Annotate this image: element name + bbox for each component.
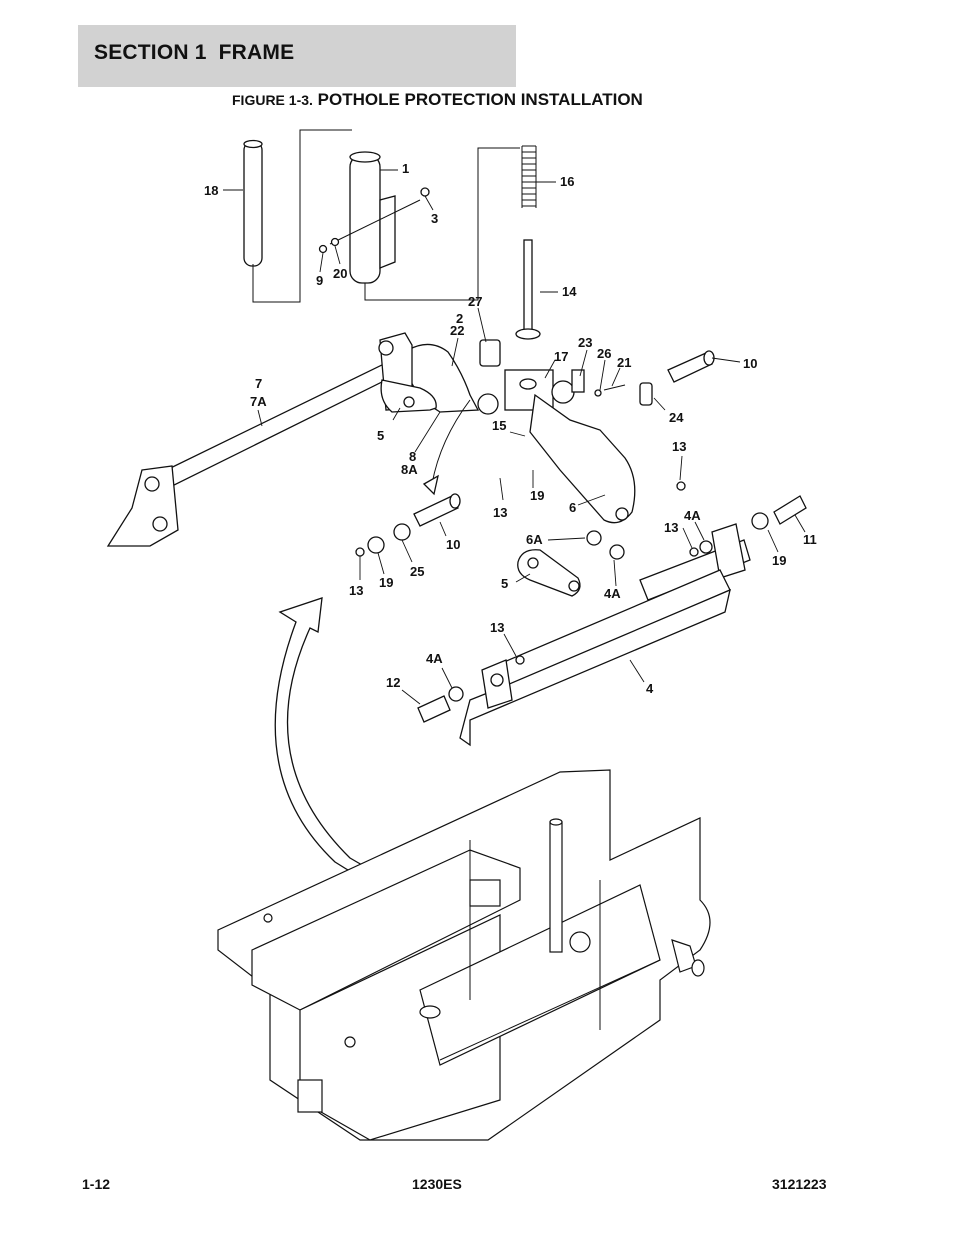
callout-7a: 7A [250, 394, 267, 409]
pin-10-lower-drawing [355, 493, 461, 557]
callout-16: 16 [560, 174, 574, 189]
section-header-tab: SECTION 1 FRAME [78, 25, 516, 87]
callout-10-upper: 10 [743, 356, 757, 371]
callout-19-a: 19 [530, 488, 544, 503]
section-title: SECTION 1 FRAME [94, 41, 294, 65]
callout-21: 21 [617, 355, 631, 370]
callout-13-a: 13 [672, 439, 686, 454]
callout-5-lower: 5 [501, 576, 508, 591]
arm-8-drawing [407, 339, 653, 524]
leader-lines [223, 169, 806, 705]
callout-14: 14 [562, 284, 577, 299]
callout-8: 8 [409, 449, 416, 464]
section-number: SECTION 1 [94, 41, 207, 64]
callout-5-upper: 5 [377, 428, 384, 443]
cross-tube-4-upper-drawing [639, 481, 807, 601]
callout-6a: 6A [526, 532, 543, 547]
pothole-bar-4-drawing [417, 569, 731, 747]
callout-19-c: 19 [772, 553, 786, 568]
callout-4a-upper: 4A [684, 508, 701, 523]
document-number: 3121223 [772, 1176, 827, 1192]
link-5-drawing [517, 530, 625, 597]
callout-13-e: 13 [490, 620, 504, 635]
chassis-frame-drawing [217, 769, 711, 1141]
callout-27: 27 [468, 294, 482, 309]
guide-tube-1-drawing [318, 147, 520, 301]
callout-labels: 1 2 3 4 4A 4A 4A 5 5 6 6A 7 7A 8 8A 9 10… [204, 161, 817, 696]
callout-23: 23 [578, 335, 592, 350]
callout-19-b: 19 [379, 575, 393, 590]
figure-title: FIGURE 1-3. POTHOLE PROTECTION INSTALLAT… [232, 90, 643, 110]
callout-20: 20 [333, 266, 347, 281]
callout-4a-middle: 4A [604, 586, 621, 601]
callout-6: 6 [569, 500, 576, 515]
pin-18-drawing [243, 129, 352, 303]
callout-13-c: 13 [664, 520, 678, 535]
callout-18: 18 [204, 183, 218, 198]
callout-26: 26 [597, 346, 611, 361]
rod-14-drawing [515, 239, 541, 340]
callout-25: 25 [410, 564, 424, 579]
callout-7: 7 [255, 376, 262, 391]
callout-8a: 8A [401, 462, 418, 477]
spring-16-drawing [521, 145, 537, 208]
callout-11: 11 [803, 532, 817, 547]
callout-24: 24 [669, 410, 684, 425]
callout-12: 12 [386, 675, 400, 690]
callout-4: 4 [646, 681, 654, 696]
callout-4a-lower: 4A [426, 651, 443, 666]
callout-15: 15 [492, 418, 506, 433]
callout-17: 17 [554, 349, 568, 364]
page-number: 1-12 [82, 1176, 111, 1192]
callout-10-lower: 10 [446, 537, 460, 552]
callout-13-b: 13 [493, 505, 507, 520]
section-name: FRAME [218, 41, 295, 64]
pothole-bar-7-drawing [106, 332, 437, 547]
figure-number: FIGURE 1-3. [232, 92, 313, 108]
callout-22: 22 [450, 323, 464, 338]
callout-9: 9 [316, 273, 323, 288]
callout-2: 2 [456, 311, 463, 326]
callout-1: 1 [402, 161, 409, 176]
pin-10-upper-drawing [667, 350, 715, 383]
model-name: 1230ES [412, 1176, 462, 1192]
callout-13-d: 13 [349, 583, 363, 598]
callout-3: 3 [431, 211, 438, 226]
figure-caption: POTHOLE PROTECTION INSTALLATION [317, 90, 643, 109]
